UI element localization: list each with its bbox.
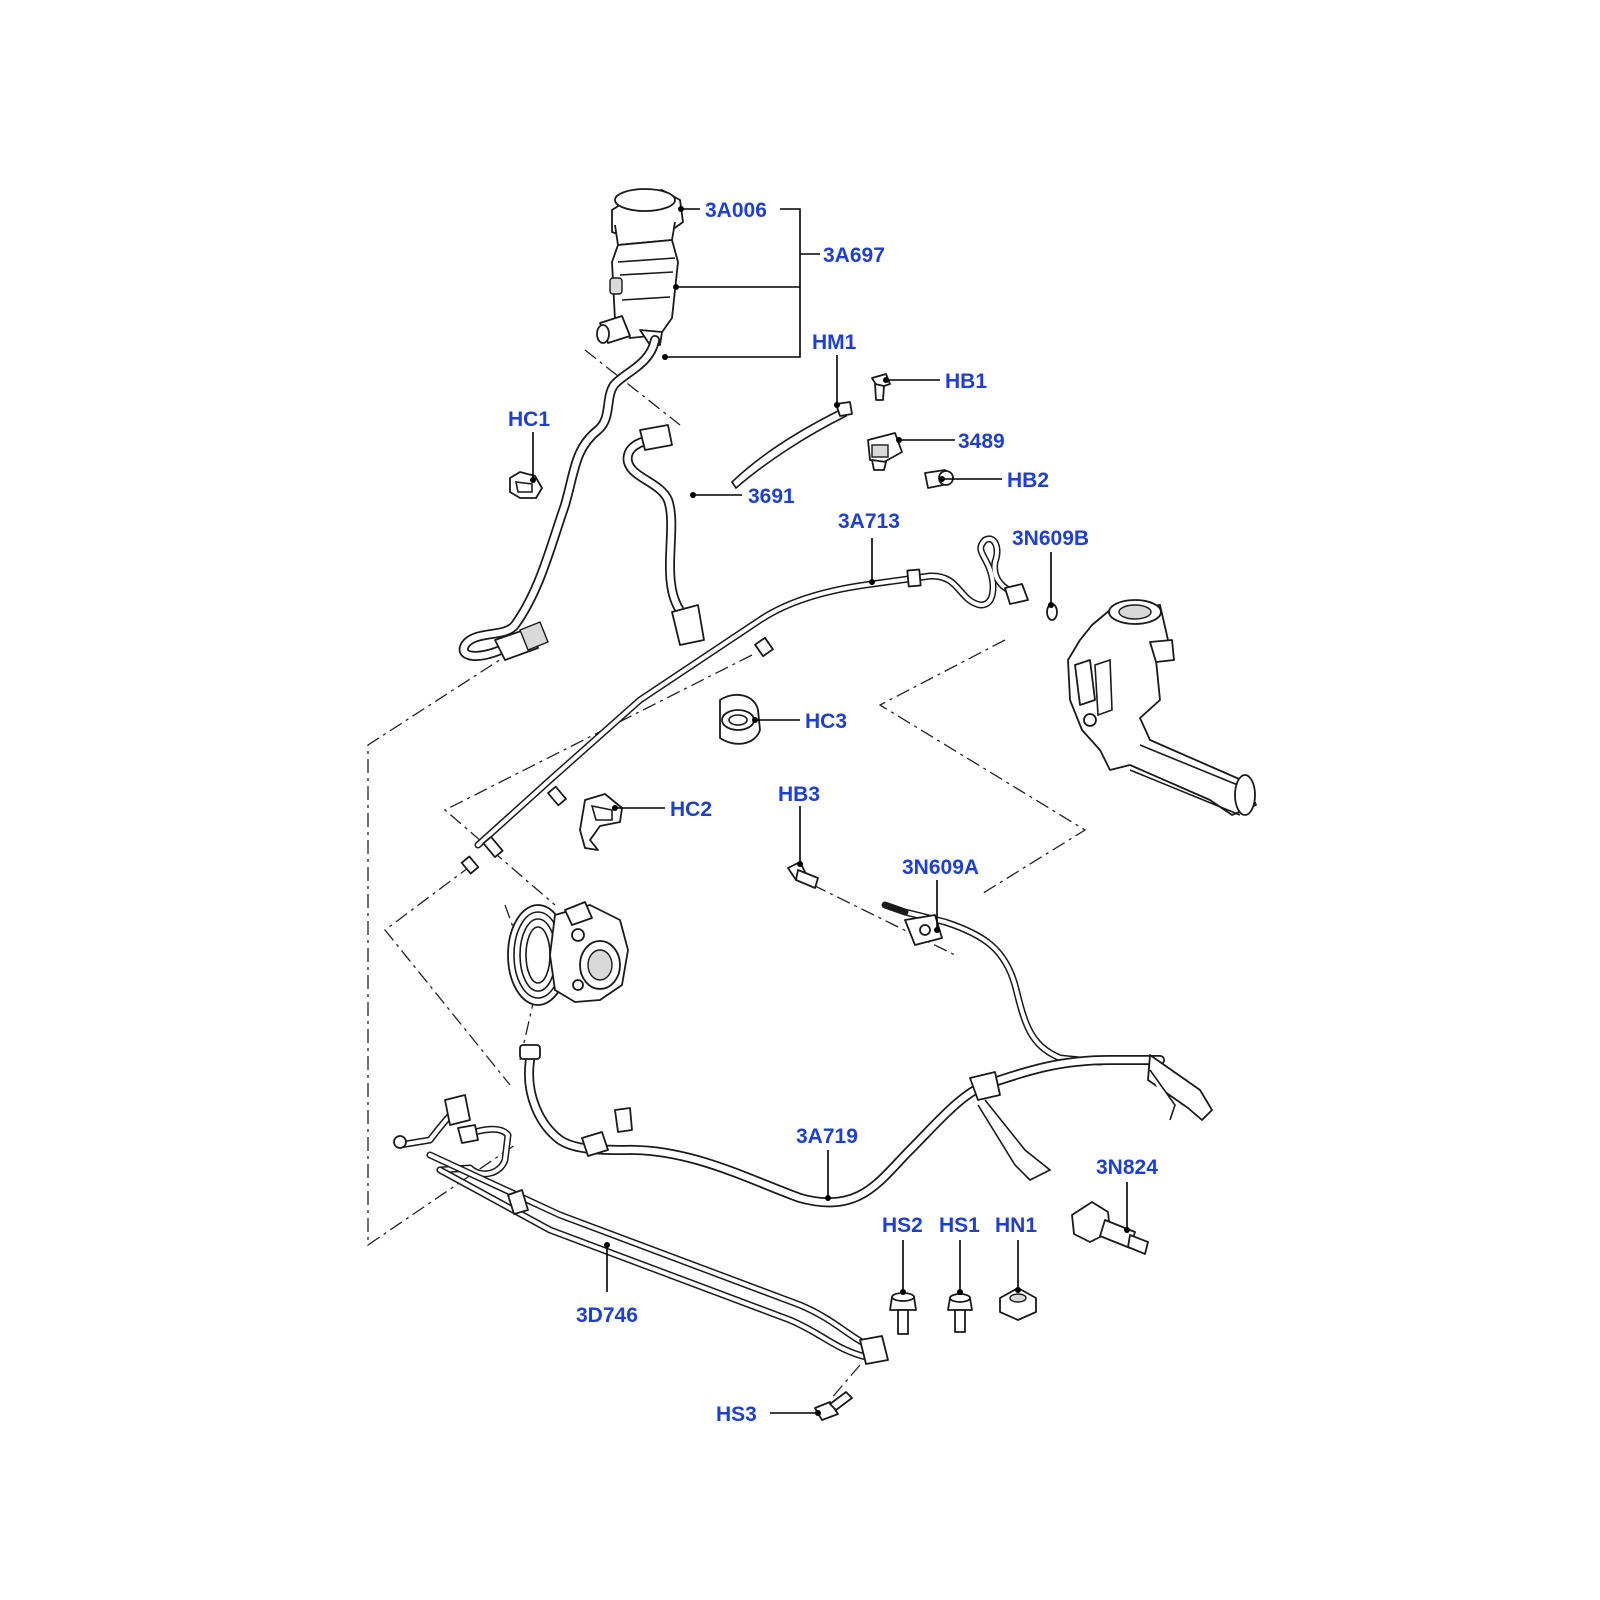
label-3a713: 3A713	[838, 510, 900, 533]
pressure-switch-3n824[interactable]	[1071, 1201, 1149, 1255]
label-hc2: HC2	[670, 798, 712, 821]
hose-3691[interactable]	[622, 424, 705, 646]
label-hs1: HS1	[939, 1214, 980, 1237]
hc2-clip[interactable]	[579, 793, 623, 851]
power-steering-pump	[507, 901, 629, 1006]
label-3489: 3489	[958, 430, 1005, 453]
label-3a719: 3A719	[796, 1125, 858, 1148]
bolt-hs2[interactable]	[889, 1292, 917, 1335]
label-hs3: HS3	[716, 1403, 757, 1426]
label-hc3: HC3	[805, 710, 847, 733]
label-hc1: HC1	[508, 408, 550, 431]
bolt-hb3[interactable]	[787, 861, 819, 889]
part-labels: 3A006 3A697 HM1 HB1 HC1 3489 HB2 3691 3A…	[508, 199, 1158, 1426]
label-hm1: HM1	[812, 331, 857, 354]
steering-gear	[1067, 599, 1257, 816]
label-hb3: HB3	[778, 783, 820, 806]
bolt-hb1[interactable]	[871, 373, 891, 401]
label-3a006: 3A006	[705, 199, 767, 222]
label-hs2: HS2	[882, 1214, 923, 1237]
hm1-strap[interactable]	[730, 401, 853, 490]
label-hb2: HB2	[1007, 469, 1049, 492]
label-3n824: 3N824	[1096, 1156, 1158, 1179]
bolt-hs1[interactable]	[947, 1293, 973, 1333]
return-hose-3a719[interactable]	[519, 1044, 1213, 1208]
leader-lines	[530, 206, 1130, 1416]
label-hn1: HN1	[995, 1214, 1037, 1237]
label-3a697: 3A697	[823, 244, 885, 267]
bracket-3489[interactable]	[867, 432, 903, 471]
hc1-clip[interactable]	[509, 471, 543, 499]
return-pipe-upper[interactable]	[881, 901, 1104, 1066]
hc3-clamp[interactable]	[719, 693, 761, 745]
assembly-guide-lines	[367, 349, 1087, 1401]
label-3d746: 3D746	[576, 1304, 638, 1327]
reservoir-assembly[interactable]	[596, 188, 684, 346]
reservoir-feed-hose[interactable]	[458, 335, 660, 661]
label-hb1: HB1	[945, 370, 987, 393]
label-3n609a: 3N609A	[902, 856, 979, 879]
label-3n609b: 3N609B	[1012, 527, 1089, 550]
pressure-pipe-3a713[interactable]	[460, 535, 1029, 875]
label-3691: 3691	[748, 485, 795, 508]
cooler-pipe-3d746[interactable]	[393, 1094, 889, 1365]
bolt-hs3[interactable]	[814, 1391, 853, 1421]
